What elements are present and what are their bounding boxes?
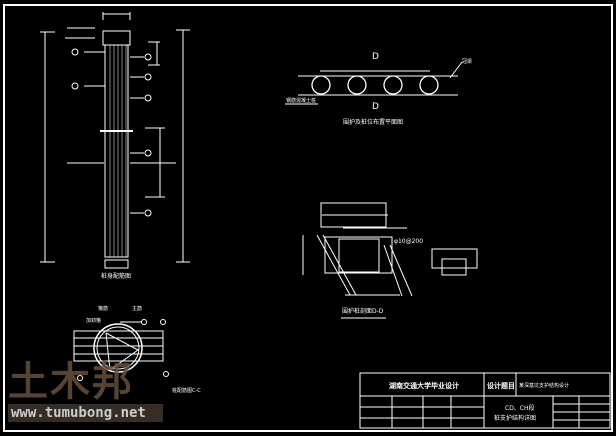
circle-title: 桩配筋图C-C	[172, 387, 201, 394]
design-topic: 某深基坑支护结构设计	[519, 382, 569, 389]
watermark-logo: 土木邦	[8, 359, 134, 405]
section-title: 围护桩剖面D-D	[342, 307, 384, 315]
plan-label-capbeam: 冠梁	[462, 58, 472, 65]
drawing-name-line1: CD、CH段	[505, 404, 535, 412]
drawing-name-line2: 桩支护结构详图	[494, 414, 536, 422]
title-block: 湖南交通大学毕业设计 设计题目 某深基坑支护结构设计 CD、CH段 桩支护结构详…	[359, 372, 611, 429]
circle-label-hoop: 加劲箍	[86, 317, 101, 324]
drawing-border	[3, 4, 613, 432]
plan-label-pile: 钢筋混凝土桩	[286, 97, 316, 104]
design-topic-label: 设计题目	[487, 381, 515, 390]
section-marker-top: D	[372, 52, 379, 62]
watermark: 土木邦 www.tumubong.net	[8, 360, 163, 422]
watermark-url: www.tumubong.net	[8, 404, 163, 422]
circle-label-main: 主筋	[132, 305, 142, 312]
plan-title: 围护及桩位布置平面图	[343, 118, 403, 126]
section-marker-bottom: D	[372, 102, 379, 112]
section-cc-view: 箍筋 主筋 加劲箍 桩配筋图C-C	[73, 305, 201, 394]
section-dd-view: φ10@200 围护桩剖面D-D	[302, 202, 478, 319]
circle-label-stirrup: 箍筋	[98, 305, 108, 312]
school-name: 湖南交通大学毕业设计	[389, 381, 459, 390]
pile-plan-view: D D 冠梁 钢筋混凝土桩 围护及桩位布置平面图	[285, 52, 472, 126]
section-rebar-label: φ10@200	[394, 238, 423, 245]
pile-title: 桩身配筋图	[101, 272, 131, 280]
pile-elevation: 桩身配筋图	[40, 12, 190, 280]
